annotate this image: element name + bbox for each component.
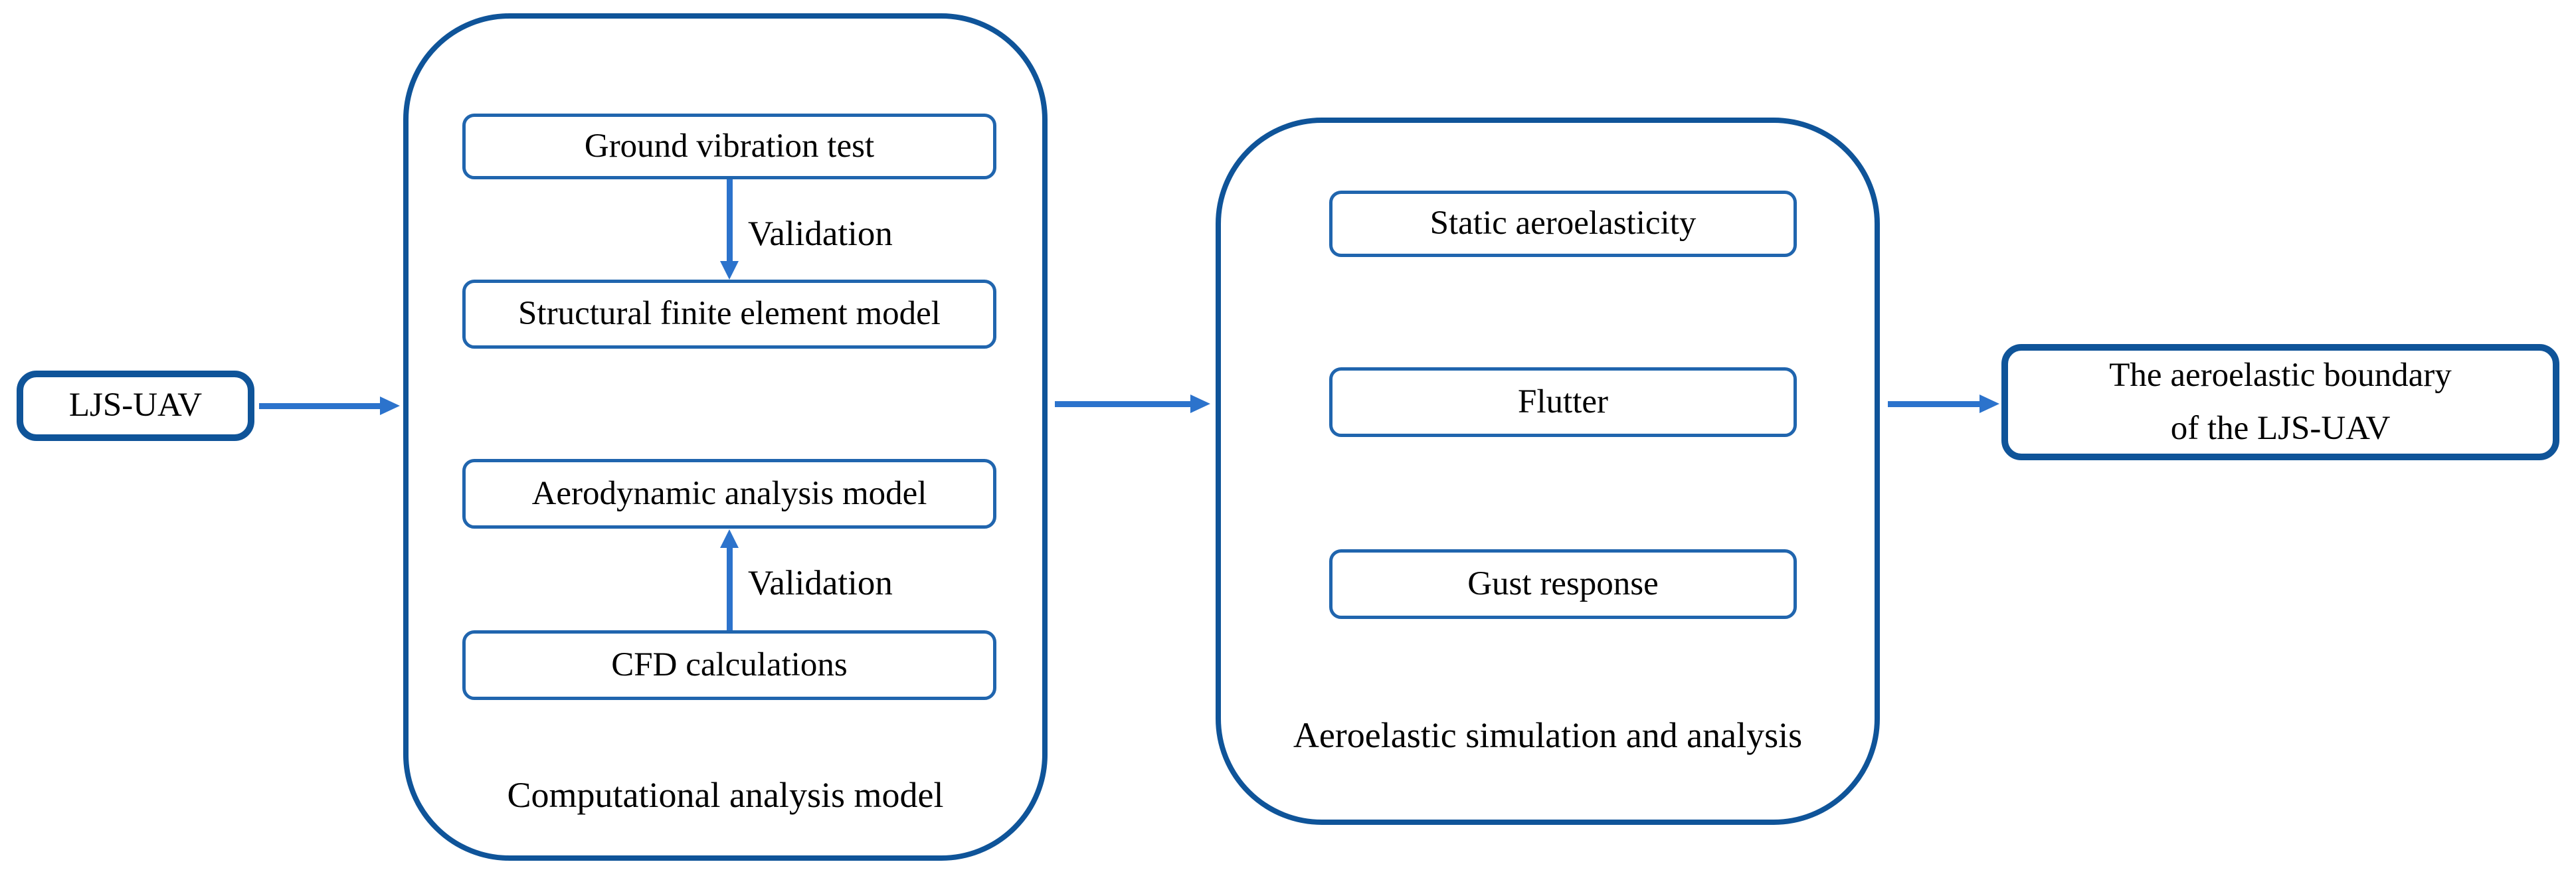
node-ground-vibration-test: Ground vibration test bbox=[462, 114, 996, 179]
arrow-shaft bbox=[727, 547, 733, 630]
arrow-gvt-to-sfem bbox=[720, 179, 739, 280]
node-structural-finite-element-model: Structural finite element model bbox=[462, 280, 996, 349]
arrow-head-icon bbox=[380, 396, 400, 415]
arrow-computational-to-aeroelastic bbox=[1055, 395, 1210, 413]
node-gust-response: Gust response bbox=[1329, 549, 1797, 619]
node-static-aeroelasticity: Static aeroelasticity bbox=[1329, 191, 1797, 257]
arrow-head-icon bbox=[720, 529, 739, 548]
arrow-shaft bbox=[1888, 401, 1981, 407]
caption-aeroelastic-simulation-and-analysis: Aeroelastic simulation and analysis bbox=[1293, 715, 1803, 755]
node-aerodynamic-analysis-model: Aerodynamic analysis model bbox=[462, 459, 996, 529]
node-flutter: Flutter bbox=[1329, 367, 1797, 437]
edge-label-validation-top: Validation bbox=[748, 215, 893, 253]
arrow-head-icon bbox=[1979, 395, 1999, 413]
caption-computational-analysis-model: Computational analysis model bbox=[507, 775, 944, 815]
node-aeroelastic-boundary: The aeroelastic boundary of the LJS-UAV bbox=[2001, 344, 2559, 460]
node-ljs-uav: LJS-UAV bbox=[17, 371, 254, 441]
arrow-shaft bbox=[259, 403, 381, 409]
arrow-aeroelastic-to-boundary bbox=[1888, 395, 1999, 413]
arrow-head-icon bbox=[1190, 395, 1210, 413]
arrow-ljs-to-computational bbox=[259, 396, 400, 415]
node-cfd-calculations: CFD calculations bbox=[462, 630, 996, 700]
edge-label-validation-bottom: Validation bbox=[748, 564, 893, 602]
arrow-shaft bbox=[727, 179, 733, 262]
arrow-shaft bbox=[1055, 401, 1192, 407]
arrow-head-icon bbox=[720, 261, 739, 280]
arrow-cfd-to-aerodynamic bbox=[720, 529, 739, 630]
